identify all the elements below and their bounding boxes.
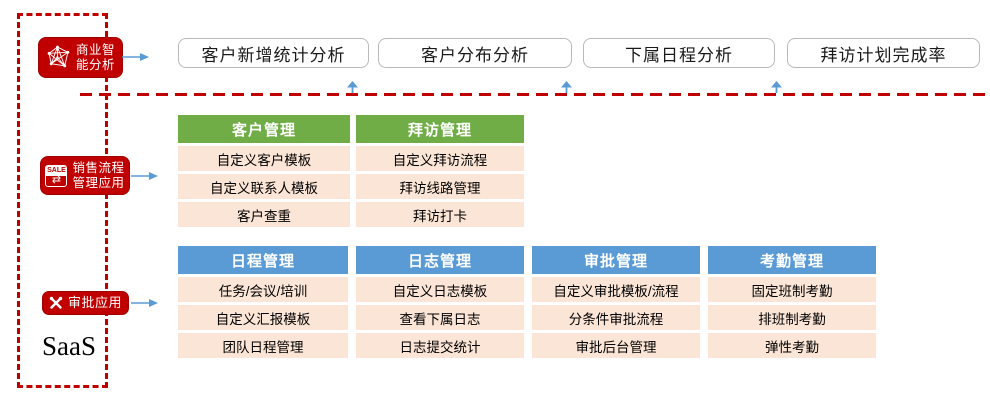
table-row: 任务/会议/培训 xyxy=(178,277,348,302)
table-row: 自定义客户模板 xyxy=(178,146,350,171)
feature-table-approval-mgmt: 审批管理 自定义审批模板/流程 分条件审批流程 审批后台管理 xyxy=(532,246,700,358)
table-header: 拜访管理 xyxy=(356,115,524,143)
analysis-box-customer-distribution: 客户分布分析 xyxy=(378,38,572,68)
bi-analysis-badge: 商业智 能分析 xyxy=(38,37,123,78)
feature-table-customer-mgmt: 客户管理 自定义客户模板 自定义联系人模板 客户查重 xyxy=(178,115,350,227)
bi-badge-label-line1: 商业智 xyxy=(75,42,115,57)
right-arrow-icon xyxy=(122,53,149,61)
analysis-box-subordinate-schedule: 下属日程分析 xyxy=(583,38,775,68)
bi-layer-divider-line xyxy=(80,93,988,96)
feature-table-attendance-mgmt: 考勤管理 固定班制考勤 排班制考勤 弹性考勤 xyxy=(708,246,876,358)
approval-app-badge: 审批应用 xyxy=(42,291,129,315)
sale-icon: SALE ⇄ xyxy=(45,164,68,187)
table-row: 自定义联系人模板 xyxy=(178,174,350,199)
table-row: 弹性考勤 xyxy=(708,333,876,358)
right-arrow-icon xyxy=(131,172,158,180)
sales-badge-label-line1: 销售流程 xyxy=(72,160,125,175)
table-row: 自定义拜访流程 xyxy=(356,146,524,171)
table-header: 日程管理 xyxy=(178,246,348,274)
feature-table-schedule-mgmt: 日程管理 任务/会议/培训 自定义汇报模板 团队日程管理 xyxy=(178,246,348,358)
table-row: 拜访线路管理 xyxy=(356,174,524,199)
table-row: 查看下属日志 xyxy=(356,305,524,330)
table-row: 自定义汇报模板 xyxy=(178,305,348,330)
table-header: 日志管理 xyxy=(356,246,524,274)
exchange-arrows-icon: ⇄ xyxy=(51,173,62,186)
saas-platform-label: SaaS xyxy=(42,331,96,361)
network-graph-icon xyxy=(47,45,70,68)
table-row: 固定班制考勤 xyxy=(708,277,876,302)
table-row: 自定义审批模板/流程 xyxy=(532,277,700,302)
bi-badge-label-line2: 能分析 xyxy=(75,57,115,72)
table-row: 拜访打卡 xyxy=(356,202,524,227)
table-header: 考勤管理 xyxy=(708,246,876,274)
table-row: 审批后台管理 xyxy=(532,333,700,358)
table-header: 审批管理 xyxy=(532,246,700,274)
analysis-box-visit-completion: 拜访计划完成率 xyxy=(787,38,980,68)
sale-icon-text: SALE xyxy=(46,165,67,176)
approval-badge-label: 审批应用 xyxy=(67,295,122,311)
table-row: 排班制考勤 xyxy=(708,305,876,330)
sales-badge-label-line2: 管理应用 xyxy=(72,175,125,190)
table-row: 团队日程管理 xyxy=(178,333,348,358)
up-arrow-icon xyxy=(347,81,358,93)
feature-table-visit-mgmt: 拜访管理 自定义拜访流程 拜访线路管理 拜访打卡 xyxy=(356,115,524,227)
saas-boundary-frame xyxy=(17,13,108,388)
table-header: 客户管理 xyxy=(178,115,350,143)
analysis-box-customer-growth: 客户新增统计分析 xyxy=(178,38,369,68)
up-arrow-icon xyxy=(561,81,572,93)
table-row: 日志提交统计 xyxy=(356,333,524,358)
table-row: 客户查重 xyxy=(178,202,350,227)
sales-process-badge: SALE ⇄ 销售流程 管理应用 xyxy=(40,156,130,195)
table-row: 自定义日志模板 xyxy=(356,277,524,302)
right-arrow-icon xyxy=(131,299,158,307)
up-arrow-icon xyxy=(771,81,782,93)
feature-table-log-mgmt: 日志管理 自定义日志模板 查看下属日志 日志提交统计 xyxy=(356,246,524,358)
table-row: 分条件审批流程 xyxy=(532,305,700,330)
crossed-tools-icon xyxy=(49,296,63,309)
